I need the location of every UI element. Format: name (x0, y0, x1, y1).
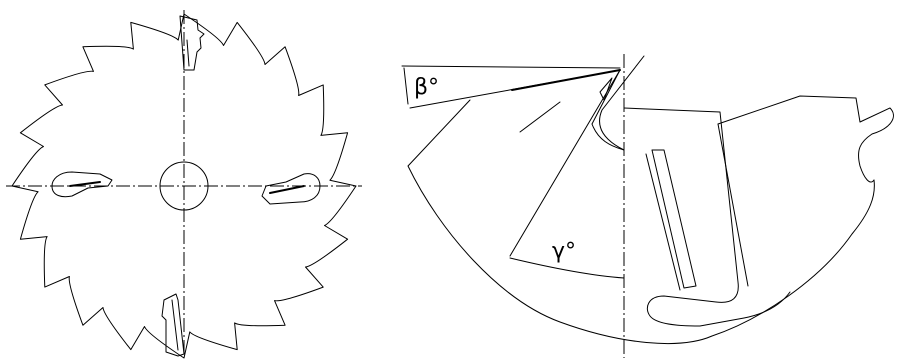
tooth-detail: β° γ° (401, 54, 894, 358)
saw-blade (6, 10, 362, 359)
carbide-insert (651, 149, 697, 289)
tooth-tip (599, 77, 613, 101)
tooth-gullet-arc (591, 123, 625, 151)
expansion-slot-right-inner (269, 185, 305, 194)
arbor-hole (159, 161, 209, 211)
expansion-slot-left (51, 171, 113, 198)
rake-angle-arc (509, 257, 625, 279)
next-tooth-back (717, 123, 749, 287)
rake-line-1 (519, 101, 561, 133)
rake-line-2 (509, 69, 621, 257)
wedge-left-edge (403, 67, 409, 105)
blade-toothed-outline (11, 13, 357, 359)
expansion-slot-bottom (161, 293, 185, 357)
rake-face (591, 69, 621, 125)
next-tooth-outline (599, 55, 894, 327)
tooth-back-line (511, 69, 621, 91)
expansion-slot-top (179, 15, 205, 71)
expansion-slot-left-inner (69, 181, 101, 187)
tooth-envelope (407, 99, 875, 345)
wedge-top-edge (401, 65, 621, 69)
clearance-angle-label: β° (414, 75, 439, 100)
expansion-slot-bottom-inner (171, 299, 179, 351)
carbide-insert-seat (645, 153, 681, 291)
expansion-slot-top-inner (186, 39, 190, 67)
rake-angle-label: γ° (552, 239, 576, 264)
expansion-slot-right (261, 173, 321, 205)
